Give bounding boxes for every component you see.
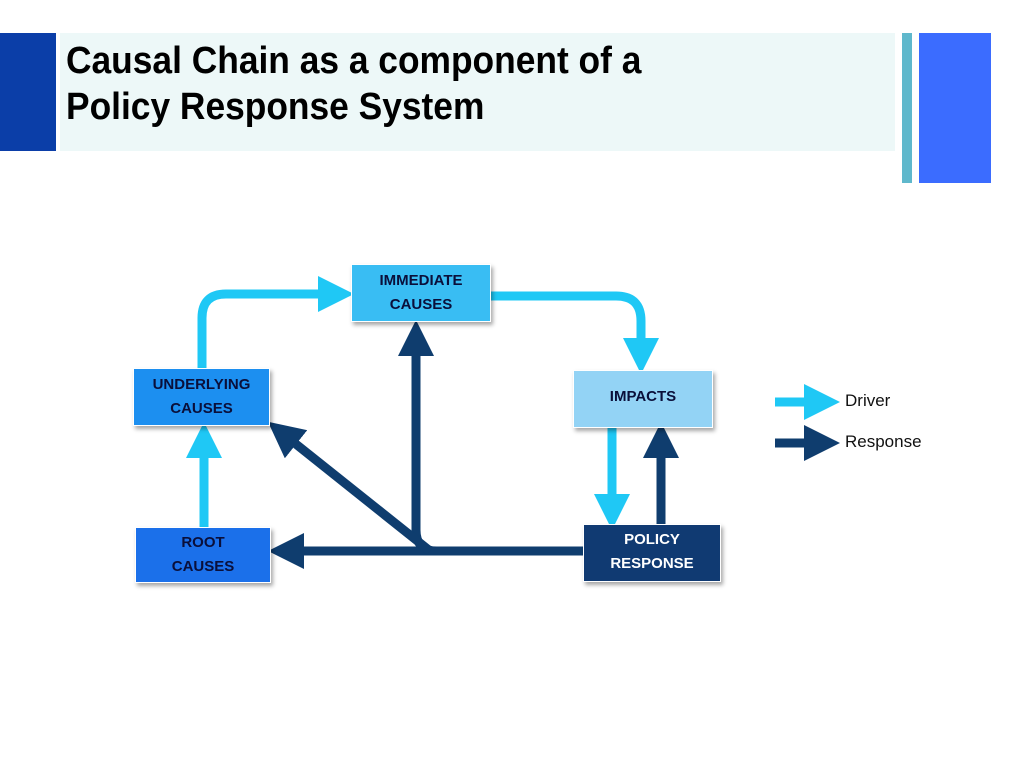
arrow-underlying-to-immediate [197, 276, 354, 368]
node-impacts: IMPACTS [573, 370, 713, 428]
title-band [60, 33, 895, 151]
arrow-policy-to-immediate [398, 320, 438, 556]
legend-driver-label: Driver [845, 391, 891, 410]
left-accent-bar [0, 33, 56, 151]
arrow-immediate-to-impacts [491, 291, 659, 374]
node-impacts-label: IMPACTS [609, 388, 677, 405]
right-accent-bar [919, 33, 991, 183]
node-root-causes-label: ROOT CAUSES [171, 534, 235, 575]
legend-response-label: Response [845, 432, 922, 451]
arrow-policy-to-underlying [267, 421, 433, 555]
node-underlying-causes: UNDERLYING CAUSES [133, 368, 270, 426]
node-policy-response-label: POLICY RESPONSE [610, 531, 694, 572]
node-immediate-causes-label: IMMEDIATE CAUSES [379, 272, 463, 313]
node-underlying-causes-label: UNDERLYING CAUSES [152, 376, 251, 417]
right-thin-accent-bar [902, 33, 912, 183]
node-immediate-causes: IMMEDIATE CAUSES [351, 264, 491, 322]
node-root-causes: ROOT CAUSES [135, 527, 271, 583]
slide-title: Causal Chain as a component of a Policy … [66, 40, 642, 128]
node-policy-response: POLICY RESPONSE [583, 524, 721, 582]
